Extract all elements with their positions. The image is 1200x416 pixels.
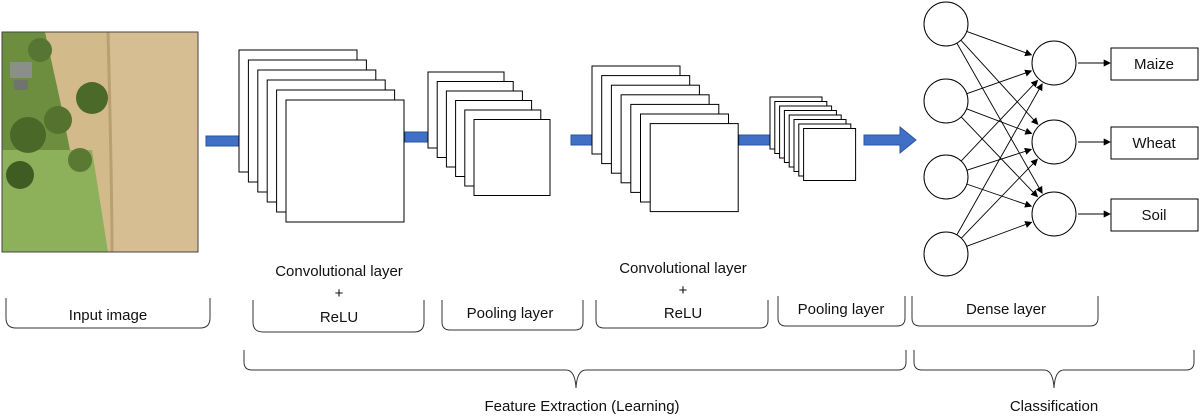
tree-cluster xyxy=(44,106,72,134)
output-box xyxy=(1110,47,1199,81)
label-pool1: Pooling layer xyxy=(467,305,554,322)
field-wheat-shade xyxy=(110,32,198,252)
label-conv2-line2: + xyxy=(679,282,688,299)
label-conv2-line1: Convolutional layer xyxy=(619,260,747,277)
feature-map xyxy=(285,99,405,223)
dense-connections xyxy=(956,31,1043,247)
building xyxy=(10,62,32,78)
dense-connection xyxy=(966,31,1033,57)
dense-connection xyxy=(956,42,1043,194)
brace-dense xyxy=(911,296,1099,327)
feature-map xyxy=(473,119,551,196)
label-classification: Classification xyxy=(1010,398,1098,415)
dense-neurons xyxy=(923,1,1077,277)
brace-conv1 xyxy=(252,300,425,333)
dense-connection xyxy=(966,183,1033,208)
conv-layer-2-feature-maps xyxy=(591,65,739,213)
conv-layer-1-feature-maps xyxy=(238,49,405,223)
output-wheat: Wheat xyxy=(1078,126,1199,160)
input-neuron xyxy=(923,1,969,47)
input-neuron xyxy=(923,78,969,124)
label-conv1-line3: ReLU xyxy=(320,309,358,326)
pooling-layer-1-feature-maps xyxy=(427,71,551,196)
input-image xyxy=(1,31,199,253)
dense-connection xyxy=(960,79,1039,162)
input-neuron xyxy=(923,154,969,200)
output-soil: Soil xyxy=(1078,198,1199,232)
flow-arrow-icon xyxy=(863,125,917,155)
label-conv1-line1: Convolutional layer xyxy=(275,263,403,280)
label-pool2: Pooling layer xyxy=(798,301,885,318)
tree-cluster xyxy=(28,38,52,62)
output-neuron xyxy=(1031,191,1077,237)
building xyxy=(14,80,28,90)
brace-conv2 xyxy=(595,300,769,329)
output-label-soil: Soil xyxy=(1141,207,1166,224)
pooling-layer-2-feature-maps xyxy=(769,96,857,181)
brace-pool1 xyxy=(441,300,584,331)
image-border xyxy=(1,31,199,253)
dense-connection xyxy=(960,158,1038,239)
brace-feature-extraction xyxy=(243,350,907,389)
tree-cluster xyxy=(68,148,92,172)
input-neuron xyxy=(923,231,969,277)
dense-connection xyxy=(966,69,1033,95)
dense-connection xyxy=(966,221,1033,247)
tree-cluster xyxy=(6,161,34,189)
feature-map xyxy=(649,123,739,213)
output-neuron xyxy=(1031,119,1077,165)
layer-braces xyxy=(5,296,1099,333)
brace-classification xyxy=(913,350,1195,389)
label-input-image: Input image xyxy=(69,307,147,324)
field-boundary xyxy=(106,31,114,253)
brace-input-image xyxy=(5,298,211,329)
brace-pool2 xyxy=(777,296,906,327)
feature-map xyxy=(803,128,857,181)
label-dense: Dense layer xyxy=(966,301,1046,318)
output-box xyxy=(1110,126,1199,160)
tree-cluster xyxy=(10,117,46,153)
output-box xyxy=(1110,198,1199,232)
dense-connection xyxy=(956,83,1043,236)
output-label-wheat: Wheat xyxy=(1132,135,1176,152)
dense-connection xyxy=(960,116,1039,198)
tree-cluster xyxy=(76,82,108,114)
label-conv2-line3: ReLU xyxy=(664,305,702,322)
output-maize: Maize xyxy=(1078,47,1199,81)
label-conv1-line2: + xyxy=(335,285,344,302)
output-neuron xyxy=(1031,40,1077,86)
label-feature-extraction: Feature Extraction (Learning) xyxy=(484,398,679,415)
output-label-maize: Maize xyxy=(1134,56,1174,73)
